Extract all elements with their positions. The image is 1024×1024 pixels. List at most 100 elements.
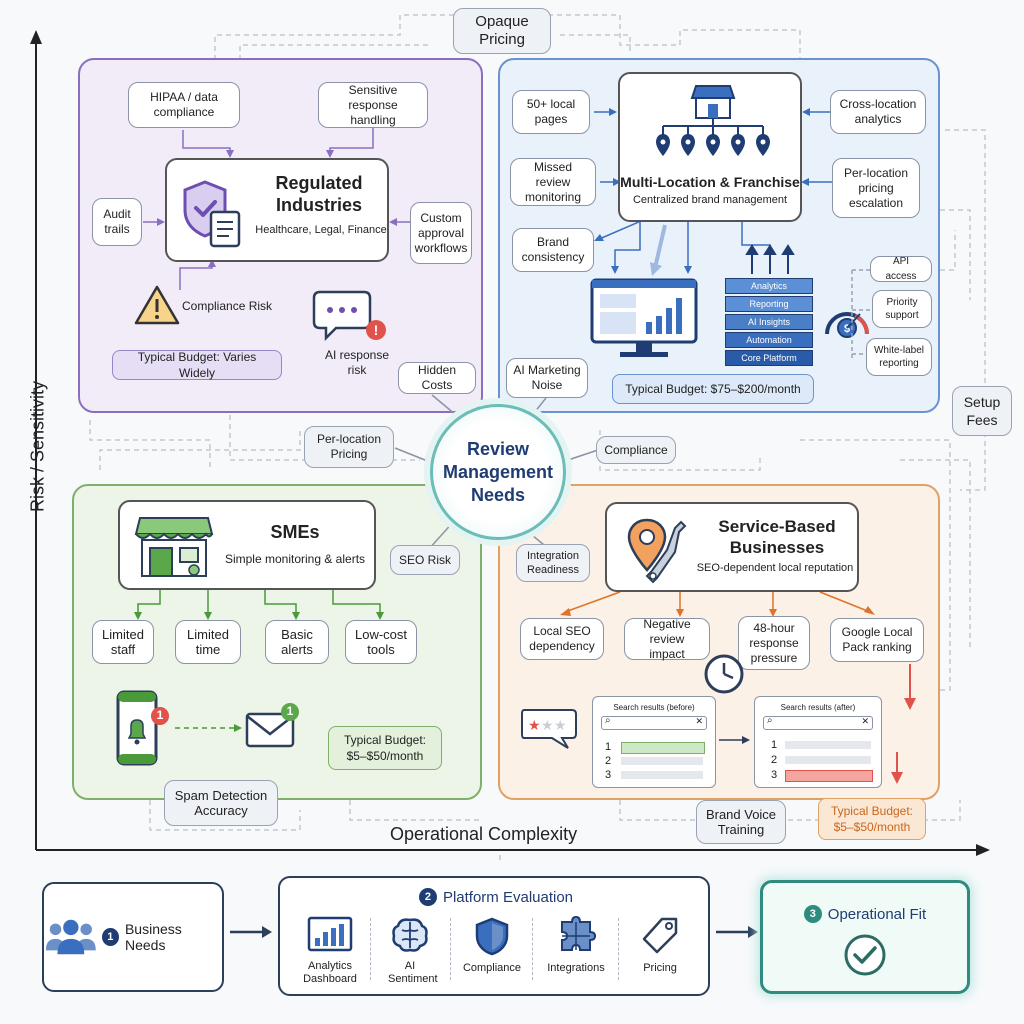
- shield-icon: [183, 180, 241, 248]
- flow-arrow-2: [716, 926, 758, 938]
- rank-1: 1: [605, 741, 612, 753]
- hipaa-box: HIPAA / data compliance: [128, 82, 240, 128]
- rank-3: 3: [605, 769, 612, 781]
- per-location-pricing-label: Per-location Pricing: [304, 426, 394, 468]
- svg-text:★: ★: [554, 718, 567, 734]
- pin-wrench-icon: [627, 518, 687, 584]
- eval-ai-sentiment: AI Sentiment: [370, 916, 450, 986]
- rank-3: 3: [771, 769, 778, 781]
- regulated-budget: Typical Budget: Varies Widely: [112, 350, 282, 380]
- users-icon: [45, 919, 96, 955]
- before-row-3: 3: [605, 769, 611, 781]
- pressure-box: 48-hour response pressure: [738, 616, 810, 670]
- sensitive-box: Sensitive response handling: [318, 82, 428, 128]
- local-pages-box: 50+ local pages: [512, 90, 590, 134]
- svg-text:★: ★: [541, 718, 554, 734]
- gauge-tree-lines: [851, 269, 872, 358]
- step-3-heading: 3 Operational Fit: [763, 905, 967, 923]
- step-2-label: Platform Evaluation: [442, 888, 574, 906]
- api-access-box: API access: [870, 256, 932, 282]
- close-icon: ✕: [861, 716, 869, 726]
- before-row-1-bar: [621, 742, 705, 754]
- center-hub: Review Management Needs: [430, 404, 566, 540]
- integration-readiness-label: Integration Readiness: [516, 544, 590, 582]
- separator: [618, 918, 619, 980]
- platform-evaluation-box: 2 Platform Evaluation Analytics Dashboar…: [278, 876, 710, 996]
- eval-pricing-label: Pricing: [643, 962, 677, 974]
- after-row-3: 3: [771, 769, 777, 781]
- multi-title: Multi-Location & Franchise: [620, 174, 800, 190]
- local-seo-box: Local SEO dependency: [520, 618, 604, 660]
- low-cost-box: Low-cost tools: [345, 620, 417, 664]
- close-icon: ✕: [695, 716, 703, 726]
- per-location-box: Per-location pricing escalation: [832, 158, 920, 218]
- eval-compliance-label: Compliance: [462, 962, 522, 974]
- multi-subtitle: Centralized brand management: [632, 194, 788, 206]
- stack-layer-automation: Automation: [725, 332, 813, 348]
- rank-2: 2: [605, 755, 612, 767]
- search-after-title: Search results (after): [780, 703, 856, 712]
- analytics-dashboard-icon: [307, 916, 353, 952]
- phone-bell-icon: [116, 690, 169, 766]
- hidden-costs-label: Hidden Costs: [398, 362, 476, 394]
- service-title: Service-Based Businesses: [718, 517, 836, 557]
- step-3-number: 3: [803, 905, 822, 923]
- eval-analytics-label: Analytics Dashboard: [303, 960, 357, 985]
- smes-budget: Typical Budget: $5–$50/month: [328, 726, 442, 770]
- service-card: Service-Based Businesses SEO-dependent l…: [605, 502, 859, 592]
- rank-2: 2: [771, 754, 778, 766]
- warning-icon: [134, 285, 180, 325]
- star-rating-bubble-icon: ★ ★ ★: [521, 709, 577, 749]
- multi-arrows: [594, 108, 832, 276]
- setup-fees-label: Setup Fees: [952, 386, 1012, 436]
- phone-badge: 1: [156, 708, 164, 722]
- smes-card: SMEs Simple monitoring & alerts: [118, 500, 376, 590]
- search-after-bar: ⌕ ✕: [763, 715, 873, 730]
- eval-analytics: Analytics Dashboard: [290, 916, 370, 986]
- eval-integrations: Integrations: [536, 916, 616, 975]
- service-budget: Typical Budget: $5–$50/month: [818, 798, 926, 840]
- seo-risk-label: SEO Risk: [390, 545, 460, 575]
- eval-compliance: Compliance: [452, 916, 532, 975]
- service-subtitle: SEO-dependent local reputation: [696, 562, 854, 574]
- rank-1: 1: [771, 739, 778, 751]
- separator: [370, 918, 371, 980]
- mail-badge: 1: [286, 704, 294, 718]
- after-row-1-bar: [785, 741, 871, 749]
- storefront-icon: [134, 517, 214, 577]
- price-tag-icon: [642, 917, 678, 954]
- storefront-network-icon: [656, 85, 770, 156]
- center-title-line-3: Needs: [470, 484, 526, 505]
- before-row-2: 2: [605, 755, 611, 767]
- x-axis-label: Operational Complexity: [390, 824, 578, 844]
- platform-stack-arrows: [745, 244, 795, 274]
- stack-layer-analytics: Analytics: [725, 278, 813, 294]
- custom-approval-box: Custom approval workflows: [410, 202, 472, 264]
- cross-location-box: Cross-location analytics: [830, 90, 926, 134]
- eval-integrations-label: Integrations: [547, 962, 605, 974]
- missed-review-box: Missed review monitoring: [510, 158, 596, 206]
- after-row-2: 2: [771, 754, 777, 766]
- regulated-title: Regulated Industries: [275, 173, 363, 215]
- after-row-2-bar: [785, 756, 871, 764]
- smes-subtitle: Simple monitoring & alerts: [224, 552, 366, 566]
- after-row-1: 1: [771, 739, 777, 751]
- smes-arrows: [134, 590, 384, 732]
- multi-location-card: Multi-Location & Franchise Centralized b…: [618, 72, 802, 222]
- before-row-3-bar: [621, 771, 703, 779]
- compliance-shield-icon: [475, 917, 509, 956]
- center-title-line-1: Review: [466, 438, 530, 459]
- search-icon: ⌕: [605, 715, 611, 726]
- search-before-panel: Search results (before) ⌕ ✕ 1 2 3: [592, 696, 716, 788]
- flow-arrow-1: [230, 926, 272, 938]
- ai-response-risk-label: AI response risk: [324, 348, 390, 377]
- separator: [450, 918, 451, 980]
- limited-staff-box: Limited staff: [92, 620, 154, 664]
- brain-icon: [392, 918, 428, 952]
- opaque-pricing-label: Opaque Pricing: [453, 8, 551, 54]
- after-row-3-bar: [785, 770, 873, 782]
- step-2-number: 2: [418, 888, 437, 906]
- clock-icon: [704, 654, 744, 694]
- operational-fit-box: 3 Operational Fit: [760, 880, 970, 994]
